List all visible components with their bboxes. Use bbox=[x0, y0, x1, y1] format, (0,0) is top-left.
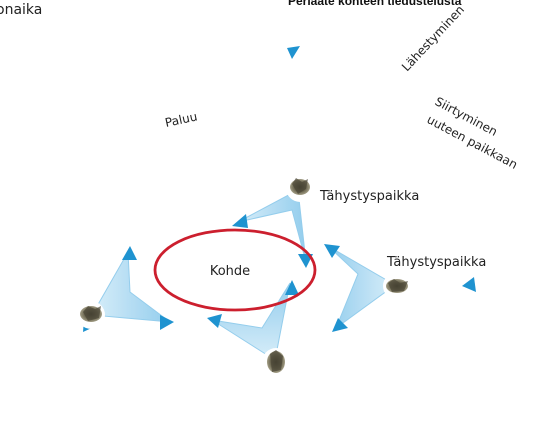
target-label: Kohde bbox=[210, 264, 250, 279]
observation-fans bbox=[91, 189, 396, 361]
right-fan-arrow-up bbox=[324, 244, 340, 258]
left-fan-arrow-right bbox=[160, 315, 174, 330]
bottom-fan-arrow-up bbox=[285, 280, 299, 295]
relocation-arrowhead bbox=[462, 277, 476, 292]
return-arrowhead bbox=[287, 46, 300, 59]
header-fragment: onaika bbox=[0, 2, 42, 18]
observer-bottom bbox=[262, 348, 290, 376]
left-observation-fan bbox=[91, 250, 172, 323]
diagram-title: Periaate kohteen tiedustelusta bbox=[288, 0, 462, 8]
left-fan-arrow-up bbox=[122, 246, 137, 260]
upper-observation-fan bbox=[237, 189, 307, 263]
lower-left-route bbox=[24, 325, 275, 430]
fan-arrows bbox=[122, 214, 348, 332]
return-label: Paluu bbox=[164, 109, 199, 129]
return-route bbox=[31, 52, 292, 322]
right-observation-fan bbox=[327, 245, 396, 330]
observer-left bbox=[77, 301, 105, 329]
bottom-fan-arrow-left bbox=[207, 314, 222, 328]
upper-fan-arrow-left bbox=[232, 214, 248, 228]
target-ring bbox=[153, 228, 317, 312]
observation-point-label-upper: Tähystyspaikka bbox=[319, 189, 419, 204]
observer-upper bbox=[286, 174, 314, 202]
lower-right-route bbox=[282, 288, 529, 413]
approach-route bbox=[300, 0, 425, 185]
bottom-observation-fan bbox=[211, 282, 291, 361]
observation-point-label-right: Tähystyspaikka bbox=[386, 255, 486, 270]
upper-fan-arrow-down bbox=[298, 254, 313, 268]
right-fan-arrow-down bbox=[332, 318, 348, 332]
observer-right bbox=[383, 272, 411, 300]
approach-label: Lähestyminen bbox=[399, 3, 467, 74]
